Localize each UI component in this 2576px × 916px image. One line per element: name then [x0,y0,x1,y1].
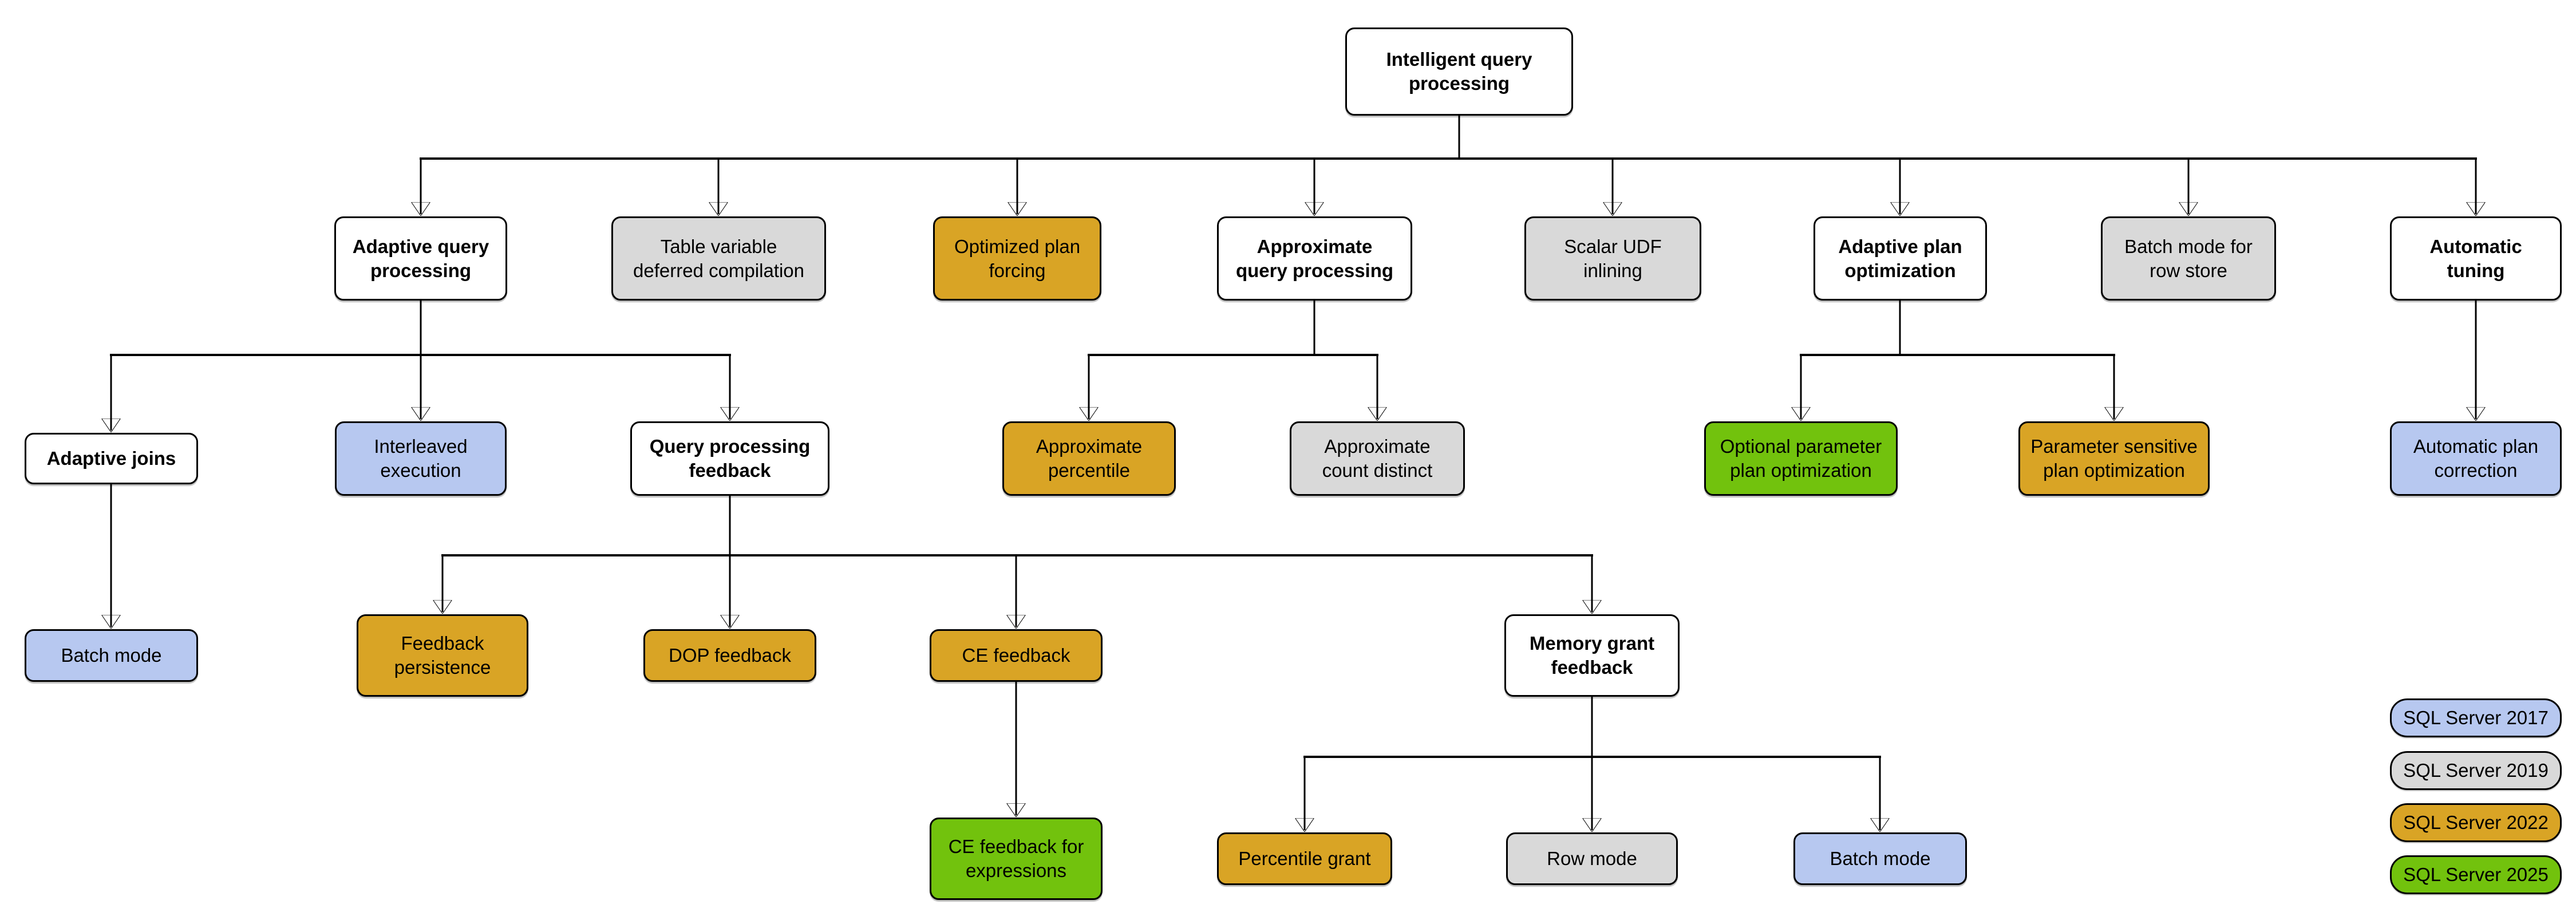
node-automatic-tuning: Automatic tuning [2390,216,2562,301]
node-label: Scalar UDF inlining [1564,235,1662,281]
node-label: Batch mode [1830,848,1931,870]
edges-approximate-query-processing [1088,301,1378,419]
node-row-mode: Row mode [1506,832,1678,885]
node-scalar-udf-inlining: Scalar UDF inlining [1524,216,1701,301]
node-label: Approximate count distinct [1322,436,1433,481]
node-label: Adaptive query processing [352,235,489,281]
edges-adaptive-plan-optimization [1800,301,2115,419]
node-label: Optimized plan forcing [954,235,1081,281]
node-label: Feedback persistence [394,633,491,678]
node-label: Automatic plan correction [2413,436,2539,481]
node-label: Batch mode for row store [2124,235,2253,281]
node-label: CE feedback [962,645,1070,666]
node-label: DOP feedback [668,645,792,666]
node-label: Row mode [1547,848,1637,870]
node-memory-grant-feedback: Memory grant feedback [1504,614,1680,697]
node-adaptive-query-processing: Adaptive query processing [334,216,507,301]
node-label: Intelligent query processing [1386,49,1532,94]
edges-query-processing-feedback [441,496,1593,627]
legend-label: SQL Server 2019 [2403,760,2549,781]
node-approximate-count-distinct: Approximate count distinct [1290,421,1465,496]
node-batch-mode-for-row-store: Batch mode for row store [2101,216,2276,301]
node-label: Percentile grant [1238,848,1371,870]
node-parameter-sensitive-plan-optimization: Parameter sensitive plan optimization [2018,421,2210,496]
node-percentile-grant: Percentile grant [1217,832,1392,885]
node-batch-mode-memory-grant: Batch mode [1793,832,1967,885]
node-interleaved-execution: Interleaved execution [335,421,507,496]
node-ce-feedback-for-expressions: CE feedback for expressions [930,818,1103,900]
node-optimized-plan-forcing: Optimized plan forcing [933,216,1101,301]
node-label: CE feedback for expressions [948,836,1084,881]
node-label: Adaptive plan optimization [1838,235,1962,281]
node-table-variable-deferred-compilation: Table variable deferred compilation [611,216,826,301]
node-label: Adaptive joins [46,448,176,469]
node-ce-feedback: CE feedback [930,629,1103,682]
node-intelligent-query-processing: Intelligent query processing [1345,27,1573,116]
node-label: Query processing feedback [649,436,811,481]
legend-label: SQL Server 2025 [2403,864,2549,885]
node-adaptive-joins: Adaptive joins [25,433,198,484]
edges-memory-grant-feedback [1303,697,1881,830]
node-label: Batch mode [61,645,162,666]
edges-root [420,116,2477,214]
node-label: Approximate query processing [1235,235,1394,281]
node-feedback-persistence: Feedback persistence [357,614,528,697]
node-label: Interleaved execution [374,436,468,481]
node-batch-mode-adaptive-joins: Batch mode [25,629,198,682]
node-approximate-query-processing: Approximate query processing [1217,216,1412,301]
node-approximate-percentile: Approximate percentile [1002,421,1176,496]
node-label: Automatic tuning [2429,235,2522,281]
node-label: Table variable deferred compilation [633,235,804,281]
node-dop-feedback: DOP feedback [643,629,816,682]
node-label: Memory grant feedback [1529,633,1655,678]
legend-item-sql-server-2017: SQL Server 2017 [2390,698,2562,737]
legend-label: SQL Server 2017 [2403,707,2549,728]
node-optional-parameter-plan-optimization: Optional parameter plan optimization [1704,421,1898,496]
node-label: Optional parameter plan optimization [1720,436,1882,481]
legend-label: SQL Server 2022 [2403,812,2549,833]
legend-item-sql-server-2025: SQL Server 2025 [2390,855,2562,894]
edges-adaptive-query-processing [110,301,731,431]
node-adaptive-plan-optimization: Adaptive plan optimization [1814,216,1987,301]
legend-item-sql-server-2019: SQL Server 2019 [2390,751,2562,790]
node-label: Approximate percentile [1036,436,1143,481]
node-label: Parameter sensitive plan optimization [2030,436,2198,481]
node-automatic-plan-correction: Automatic plan correction [2390,421,2562,496]
node-query-processing-feedback: Query processing feedback [630,421,829,496]
legend-item-sql-server-2022: SQL Server 2022 [2390,803,2562,842]
